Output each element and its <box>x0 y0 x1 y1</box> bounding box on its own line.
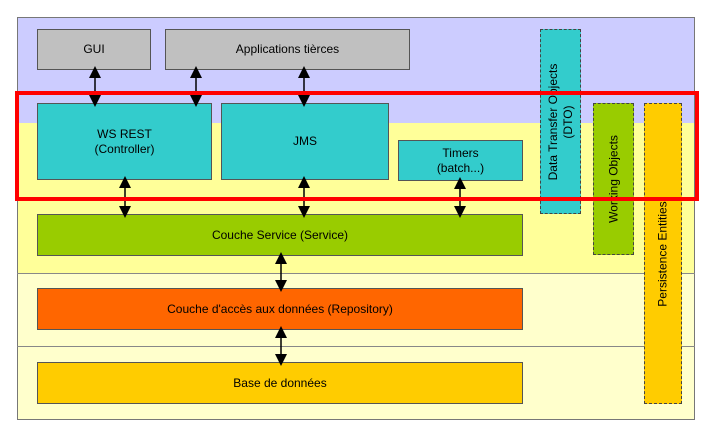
jms-label: JMS <box>293 134 317 148</box>
jms-box: JMS <box>221 103 389 180</box>
applications-box: Applications tièrces <box>165 29 410 70</box>
gui-box: GUI <box>37 29 151 70</box>
database-box: Base de données <box>37 362 523 404</box>
dto-box: Data Transfer Objects (DTO) <box>540 29 581 214</box>
timers-label: Timers <box>442 145 479 160</box>
repository-box: Couche d'accès aux données (Repository) <box>37 288 523 330</box>
ws-rest-sublabel: (Controller) <box>94 141 155 156</box>
working-objects-box: Working Objects <box>593 103 634 255</box>
applications-label: Applications tièrces <box>235 42 340 56</box>
ws-rest-box: WS REST (Controller) <box>37 103 212 180</box>
highlight-rectangle <box>15 91 699 201</box>
repository-label: Couche d'accès aux données (Repository) <box>167 301 393 316</box>
persistence-entities-box: Persistence Entities <box>644 103 682 404</box>
divider-line <box>17 346 695 347</box>
database-label: Base de données <box>233 375 327 390</box>
ws-rest-label: WS REST <box>97 126 152 141</box>
gui-label: GUI <box>83 42 105 56</box>
divider-line <box>17 273 695 274</box>
service-label: Couche Service (Service) <box>211 227 349 242</box>
timers-sublabel: (batch...) <box>436 160 485 175</box>
timers-box: Timers (batch...) <box>398 140 523 181</box>
